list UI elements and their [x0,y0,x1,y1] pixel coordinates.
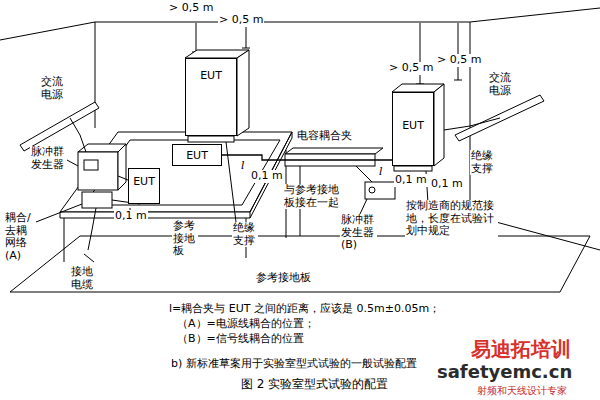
dimension: 0,1 m [430,178,464,191]
dimension: > 0,5 m [388,62,434,75]
part-name: 绝缘支撑 [470,150,496,175]
part-name: 接地电缆 [70,266,96,291]
eut-label: EUT [186,69,236,82]
dimension: 0,1 m [394,174,428,187]
part-name: 耦合/去耦网络(A) [4,212,35,263]
part-name: 交流电源 [488,72,514,97]
watermark: safetyemc.cn [436,362,573,383]
dimension: 0,1 m [250,170,284,183]
eut-box: EUT [128,168,160,204]
note: 按制造商的规范接地，长度在试验计划中规定 [405,200,498,238]
eut-label: EUT [393,119,433,132]
dimension: > 0,5 m [168,2,214,15]
note: 与参考接地板接在一起 [283,184,342,209]
eut-label: EUT [129,175,159,188]
dimension-symbol: l [378,166,384,179]
eut-box: EUT [172,144,222,166]
legend-note: （B）=信号线耦合的位置 [176,333,305,346]
part-name: 绝缘支撑 [232,222,258,247]
dimension: 0,1 m [114,210,148,223]
dimension-symbol: l [240,160,246,173]
signal-cable [222,155,392,160]
eut-box: EUT [392,92,434,166]
subcaption: b) 新标准草案用于实验室型式试验的一般试验配置 [170,358,418,371]
part-name: 电容耦合夹 [296,130,353,143]
part-name: 脉冲群发生器(B) [340,214,377,252]
part-name: 交流电源 [40,76,66,101]
part-name: 脉冲群发生器 [30,146,67,171]
legend-note: l=耦合夹与 EUT 之间的距离，应该是 0.5m±0.05m； [168,303,441,316]
part-name: 参考接地板 [255,272,312,285]
dimension: > 0,5 m [218,14,264,27]
dimension: > 0,5 m [436,54,482,67]
eut-label: EUT [173,149,221,162]
watermark: 易迪拓培训 [470,338,572,361]
legend-note: （A）=电源线耦合的位置； [176,318,316,331]
watermark: 射频和天线设计专家 [476,385,568,397]
figure-caption: 图 2 实验室型式试验的配置 [240,378,389,392]
eut-box: EUT [185,58,237,136]
part-name: 参考接地板 [172,220,198,258]
